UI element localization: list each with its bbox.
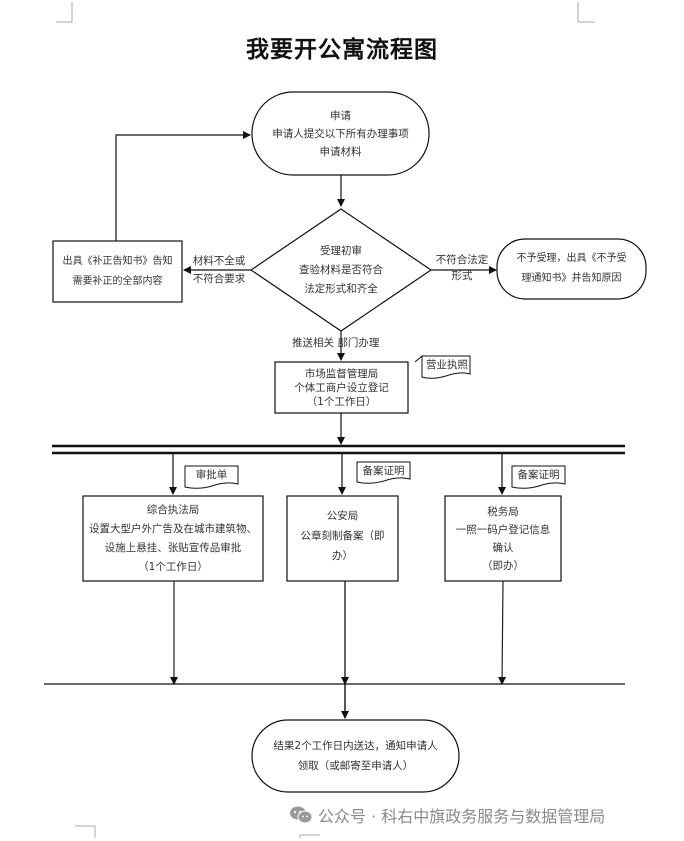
review-node-line: 受理初审 <box>320 244 362 257</box>
market-node-line: 市场监督管理局 <box>304 367 379 380</box>
market-node[interactable]: 市场监督管理局 个体工商户设立登记 （1个工作日） <box>275 362 408 413</box>
police-node-line: 公章刻制备案（即 <box>300 530 385 542</box>
enforcement-node-line: （1个工作日） <box>138 560 208 573</box>
tax-node-line: 确认 <box>492 541 514 554</box>
police-record-document: 备案证明 <box>362 464 405 477</box>
edge-label-nonconform: 不符合法定 形式 <box>432 252 492 284</box>
approval-document: 审批单 <box>195 469 228 481</box>
police-node-shape <box>286 495 399 582</box>
tax-record-document-shape <box>511 465 566 489</box>
apply-node-line: 申请 <box>330 109 351 122</box>
arrow-tax-to-merge <box>498 580 507 685</box>
police-node-line: 办） <box>332 550 353 562</box>
tax-node-shape <box>444 495 562 582</box>
tax-node-line: 税务局 <box>487 505 519 518</box>
result-node-line: 领取（或邮寄至申请人） <box>297 760 414 772</box>
watermark-text: 公众号 · 科右中旗政务服务与数据管理局 <box>318 807 606 826</box>
wechat-icon <box>290 806 312 824</box>
supplement-node-shape <box>52 240 183 303</box>
approval-document-shape <box>184 465 239 489</box>
result-node[interactable]: 结果2个工作日内送达，通知申请人 领取（或邮寄至申请人） <box>252 720 459 792</box>
tax-node-line: （即办） <box>482 559 524 572</box>
crop-marks <box>56 2 595 838</box>
review-node-line: 查验材料是否符合 <box>299 263 383 276</box>
watermark: 公众号 · 科右中旗政务服务与数据管理局 <box>290 803 605 827</box>
review-node[interactable]: 受理初审 查验材料是否符合 法定形式和齐全 <box>280 232 402 308</box>
apply-node-line: 申请材料 <box>319 145 362 158</box>
enforcement-node-line: 设置大型户外广告及在城市建筑物、 <box>89 522 257 535</box>
market-node-line: 个体工商户设立登记 <box>294 381 389 394</box>
tax-node[interactable]: 税务局 一照一码户登记信息 确认 （即办） <box>445 496 561 581</box>
edge-label-line: 材料不全或 <box>192 255 246 267</box>
edge-label-push: 推送相关 部门办理 <box>292 337 380 349</box>
tax-record-document: 备案证明 <box>517 469 560 481</box>
supplement-node-line: 出具《补正告知书》告知 <box>62 255 173 267</box>
reject-node-line: 不予受理，出具《不予受 <box>516 253 627 264</box>
review-node-line: 法定形式和齐全 <box>304 282 378 295</box>
edge-label-line: 形式 <box>451 270 473 282</box>
arrow-supplement-to-apply <box>115 131 251 241</box>
license-document: 营业执照 <box>426 359 468 371</box>
supplement-node-line: 需要补正的全部内容 <box>72 275 163 287</box>
reject-node[interactable]: 不予受理，出具《不予受 理通知书》并告知原因 <box>497 239 646 299</box>
police-record-document-shape <box>356 461 411 484</box>
apply-node[interactable]: 申请 申请人提交以下所有办理事项 申请材料 <box>252 92 429 175</box>
edge-label-line: 不符合要求 <box>192 273 246 285</box>
edge-label-line: 不符合法定 <box>435 254 489 266</box>
result-node-shape <box>251 719 460 793</box>
page-title: 我要开公寓流程图 <box>246 36 438 63</box>
license-document-shape <box>414 355 471 379</box>
reject-node-shape <box>496 238 647 300</box>
tax-node-line: 一照一码户登记信息 <box>455 523 551 536</box>
supplement-node[interactable]: 出具《补正告知书》告知 需要补正的全部内容 <box>53 241 182 302</box>
enforcement-node-line: 综合执法局 <box>146 503 200 516</box>
edge-label-incomplete: 材料不全或 不符合要求 <box>188 252 250 288</box>
enforcement-node-shape <box>82 495 264 582</box>
result-node-line: 结果2个工作日内送达，通知申请人 <box>273 740 438 752</box>
police-node-line: 公安局 <box>326 510 359 522</box>
apply-node-line: 申请人提交以下所有办理事项 <box>272 127 409 140</box>
enforcement-node[interactable]: 综合执法局 设置大型户外广告及在城市建筑物、 设施上悬挂、张贴宣传品审批 （1个… <box>83 496 263 581</box>
enforcement-node-line: 设施上悬挂、张贴宣传品审批 <box>104 541 242 554</box>
market-node-line: （1个工作日） <box>306 395 377 408</box>
reject-node-line: 理通知书》并告知原因 <box>521 273 622 284</box>
police-node[interactable]: 公安局 公章刻制备案（即 办） <box>287 496 398 581</box>
